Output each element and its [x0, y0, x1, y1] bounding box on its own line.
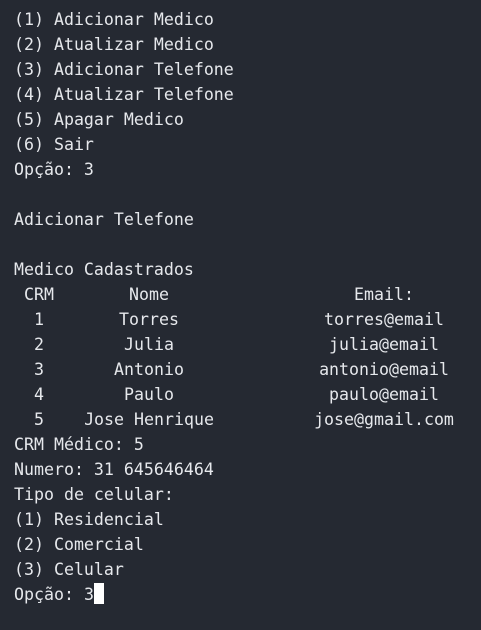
table-row: 1 Torres torres@email — [0, 307, 481, 332]
cell-nome: Jose Henrique — [84, 410, 214, 429]
tipo-option: (2) Comercial — [14, 535, 144, 554]
option-prompt: Opção: 3 — [14, 160, 94, 179]
menu-item: (6) Sair — [14, 135, 94, 154]
cell-email: julia@email — [329, 335, 439, 354]
cell-nome: Antonio — [114, 360, 184, 379]
cell-email: torres@email — [324, 310, 444, 329]
text-cursor — [93, 583, 104, 604]
table-row: 5 Jose Henrique jose@gmail.com — [0, 407, 481, 432]
menu-item: (2) Atualizar Medico — [14, 35, 214, 54]
cell-crm: 4 — [34, 385, 44, 404]
header-crm: CRM — [24, 285, 54, 304]
table-title: Medico Cadastrados — [14, 260, 194, 279]
table-row: 2 Julia julia@email — [0, 332, 481, 357]
header-email: Email: — [354, 285, 414, 304]
crm-medico-line: CRM Médico: 5 — [14, 435, 144, 454]
blank-line — [0, 232, 481, 257]
cell-email: antonio@email — [319, 360, 449, 379]
cell-email: jose@gmail.com — [314, 410, 454, 429]
cell-crm: 1 — [34, 310, 44, 329]
final-prompt: Opção: — [14, 585, 84, 604]
tipo-prompt: Tipo de celular: — [14, 485, 174, 504]
table-header: CRM Nome Email: — [0, 282, 481, 307]
cell-crm: 5 — [34, 410, 44, 429]
table-row: 4 Paulo paulo@email — [0, 382, 481, 407]
header-nome: Nome — [129, 285, 169, 304]
menu-item: (3) Adicionar Telefone — [14, 60, 234, 79]
tipo-option: (3) Celular — [14, 560, 124, 579]
blank-line — [0, 182, 481, 207]
cell-crm: 3 — [34, 360, 44, 379]
menu-item: (1) Adicionar Medico — [14, 10, 214, 29]
table-row: 3 Antonio antonio@email — [0, 357, 481, 382]
menu-item: (4) Atualizar Telefone — [14, 85, 234, 104]
section-title: Adicionar Telefone — [14, 210, 194, 229]
input-line[interactable]: Opção: 3 — [0, 582, 481, 607]
cell-email: paulo@email — [329, 385, 439, 404]
tipo-option: (1) Residencial — [14, 510, 164, 529]
cell-nome: Torres — [119, 310, 179, 329]
numero-line: Numero: 31 645646464 — [14, 460, 214, 479]
menu-item: (5) Apagar Medico — [14, 110, 184, 129]
cell-nome: Julia — [124, 335, 174, 354]
typed-input[interactable]: 3 — [83, 585, 94, 604]
cell-crm: 2 — [34, 335, 44, 354]
cell-nome: Paulo — [124, 385, 174, 404]
